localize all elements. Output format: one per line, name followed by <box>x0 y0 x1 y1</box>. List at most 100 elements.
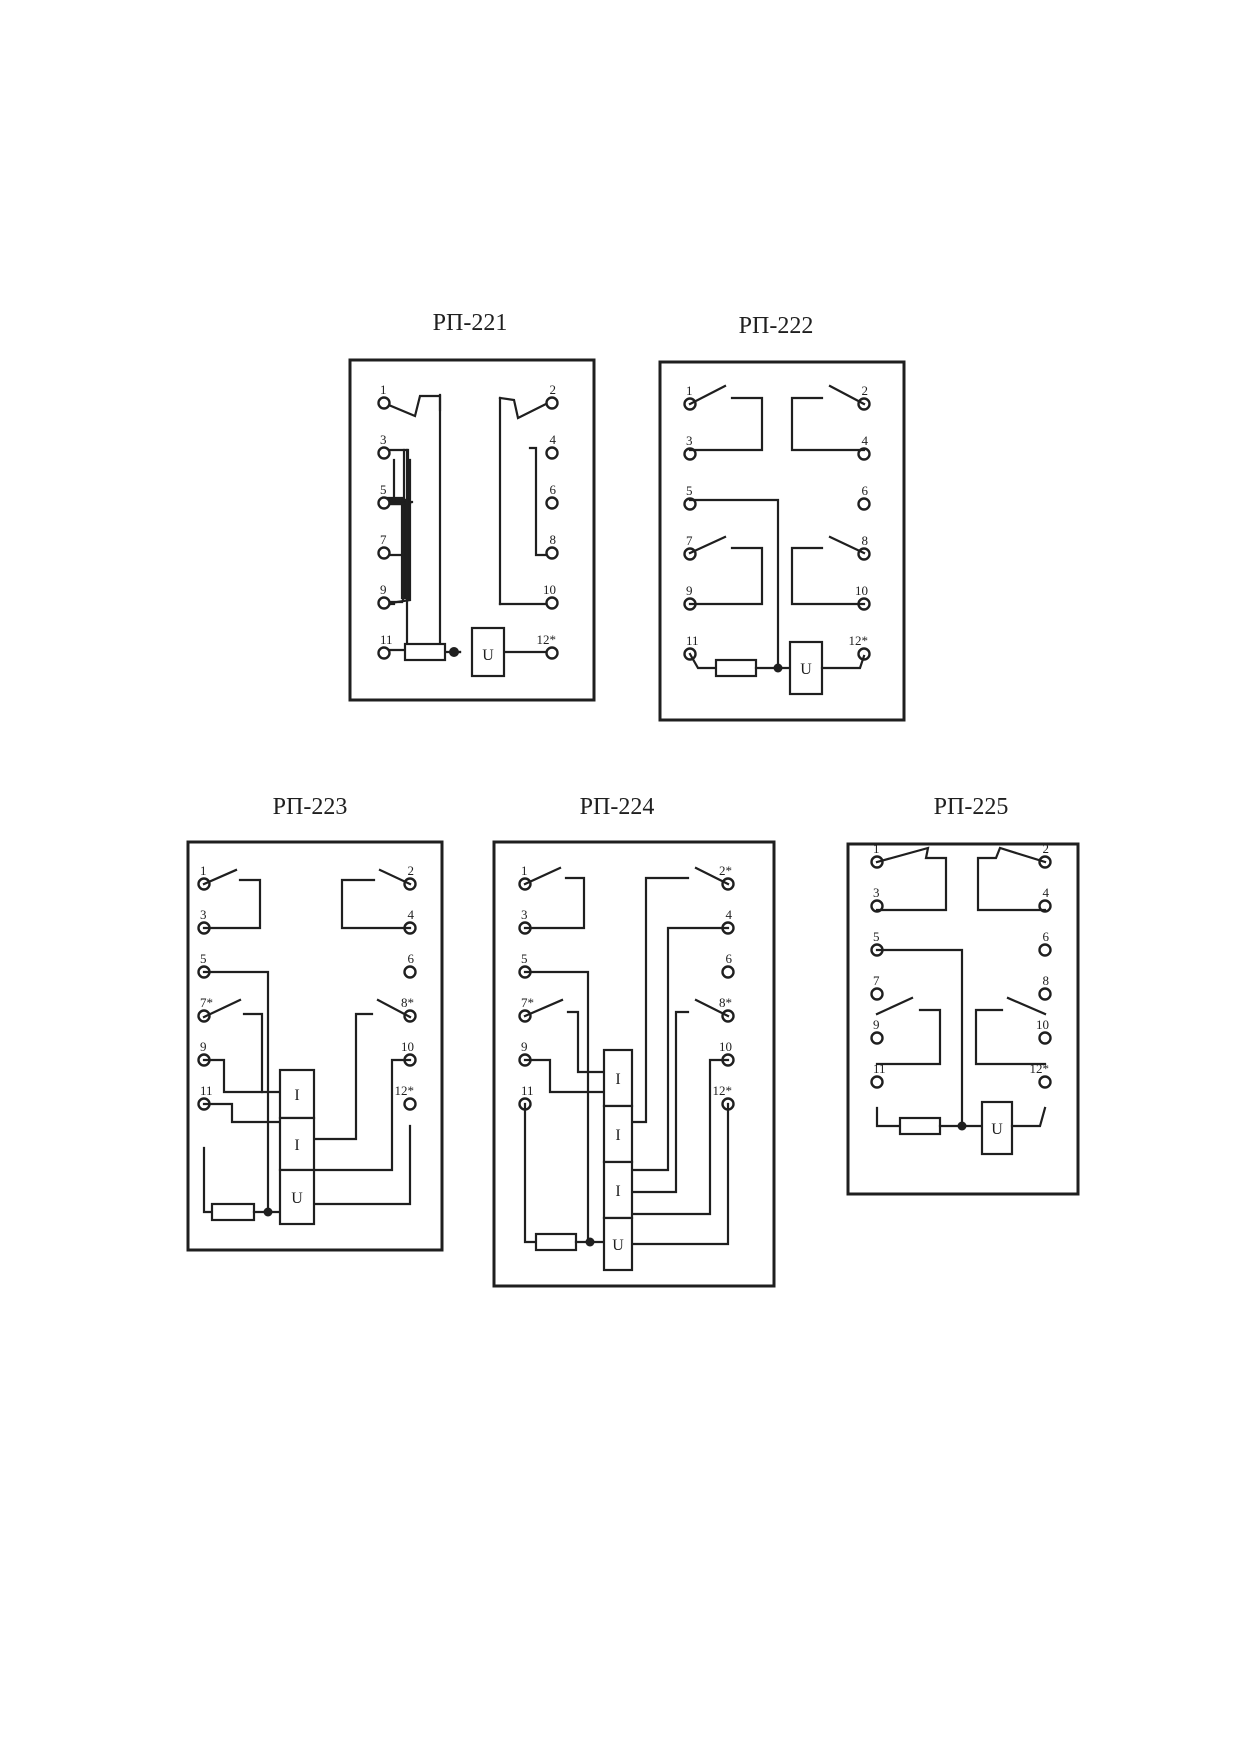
pin-label: 11 <box>686 633 699 648</box>
wire <box>378 868 412 886</box>
terminal-pin <box>377 496 391 510</box>
terminal-pin <box>1038 1075 1052 1089</box>
pin-label: 8* <box>719 995 732 1010</box>
element-label: I <box>294 1137 299 1154</box>
junction-dot <box>449 647 459 657</box>
terminal-pin <box>870 899 884 913</box>
pin-label: 3 <box>521 907 528 922</box>
resistor-icon <box>210 1202 256 1222</box>
wire <box>523 1058 606 1094</box>
diagram-title: РП-224 <box>580 794 655 820</box>
resistor-icon <box>534 1232 578 1252</box>
element-label: I <box>615 1071 620 1088</box>
diagram-frame <box>348 358 596 702</box>
terminal-pin <box>721 965 735 979</box>
pin-label: 5 <box>521 951 528 966</box>
wire <box>875 996 914 1016</box>
pin-label: 2 <box>550 382 557 397</box>
element-label: I <box>294 1087 299 1104</box>
pin-label: 1 <box>686 383 693 398</box>
pin-label: 8 <box>550 532 557 547</box>
wire <box>790 396 866 452</box>
wire <box>688 498 780 670</box>
wire <box>875 1008 942 1066</box>
pin-label: 7* <box>200 995 213 1010</box>
terminal-pin <box>1038 943 1052 957</box>
wire <box>875 1106 902 1128</box>
pin-label: 11 <box>200 1083 213 1098</box>
wire <box>376 998 412 1019</box>
terminal-pin <box>545 496 559 510</box>
pin-label: 1 <box>873 841 880 856</box>
pin-label: 1 <box>200 863 207 878</box>
resistor-icon <box>898 1116 942 1136</box>
pin-label: 10 <box>719 1039 732 1054</box>
resistor-icon <box>714 658 758 678</box>
pin-label: 3 <box>200 907 207 922</box>
element-label: U <box>800 661 812 678</box>
element-label: U <box>291 1190 303 1207</box>
wire <box>630 926 730 1172</box>
wire <box>523 998 564 1018</box>
diagram-rp224: РП-224 <box>492 794 776 1288</box>
wire <box>340 878 412 930</box>
pin-label: 8* <box>401 995 414 1010</box>
pin-label: 9 <box>380 582 387 597</box>
wire <box>875 948 964 1128</box>
wire <box>688 396 764 452</box>
terminal-pin <box>857 647 871 661</box>
pin-label: 7* <box>521 995 534 1010</box>
terminal-pin <box>857 497 871 511</box>
wire <box>523 1102 538 1244</box>
pin-label: 8 <box>862 533 869 548</box>
pin-label: 4 <box>1043 885 1050 900</box>
terminal-pin <box>870 987 884 1001</box>
wire <box>820 654 866 670</box>
wire <box>828 535 866 555</box>
pin-label: 2 <box>408 863 415 878</box>
wire <box>630 1102 730 1246</box>
pin-label: 3 <box>873 885 880 900</box>
terminal-pin <box>870 1075 884 1089</box>
element-box <box>788 640 824 696</box>
terminal-pin <box>377 446 391 460</box>
wire <box>974 1008 1047 1066</box>
element-box <box>278 1168 316 1226</box>
wire <box>790 546 866 606</box>
terminal-pin <box>857 447 871 461</box>
wire <box>1006 996 1047 1016</box>
pin-label: 3 <box>380 432 387 447</box>
wire <box>875 846 948 912</box>
pin-label: 5 <box>380 482 387 497</box>
element-box <box>602 1048 634 1108</box>
pin-label: 10 <box>401 1039 414 1054</box>
wire <box>694 998 730 1018</box>
wire <box>1010 1106 1047 1128</box>
wire <box>688 546 764 606</box>
wire <box>566 1010 606 1074</box>
pin-label: 10 <box>1036 1017 1049 1032</box>
element-box <box>980 1100 1014 1156</box>
wire <box>828 384 866 406</box>
wire <box>630 1010 690 1194</box>
wire <box>202 1146 214 1214</box>
terminal-pin <box>683 447 697 461</box>
diagram-title: РП-225 <box>934 794 1009 820</box>
pin-label: 1 <box>521 863 528 878</box>
terminal-pin <box>377 646 391 660</box>
element-box <box>602 1104 634 1164</box>
terminal-pin <box>545 446 559 460</box>
junction-dot <box>773 663 783 673</box>
pin-label: 11 <box>521 1083 534 1098</box>
element-label: U <box>482 647 494 664</box>
pin-label: 9 <box>873 1017 880 1032</box>
pin-label: 11 <box>380 632 393 647</box>
pin-label: 8 <box>1043 973 1050 988</box>
wire <box>694 866 730 886</box>
pin-label: 10 <box>855 583 868 598</box>
pin-label: 12* <box>849 633 869 648</box>
pin-label: 6 <box>1043 929 1050 944</box>
